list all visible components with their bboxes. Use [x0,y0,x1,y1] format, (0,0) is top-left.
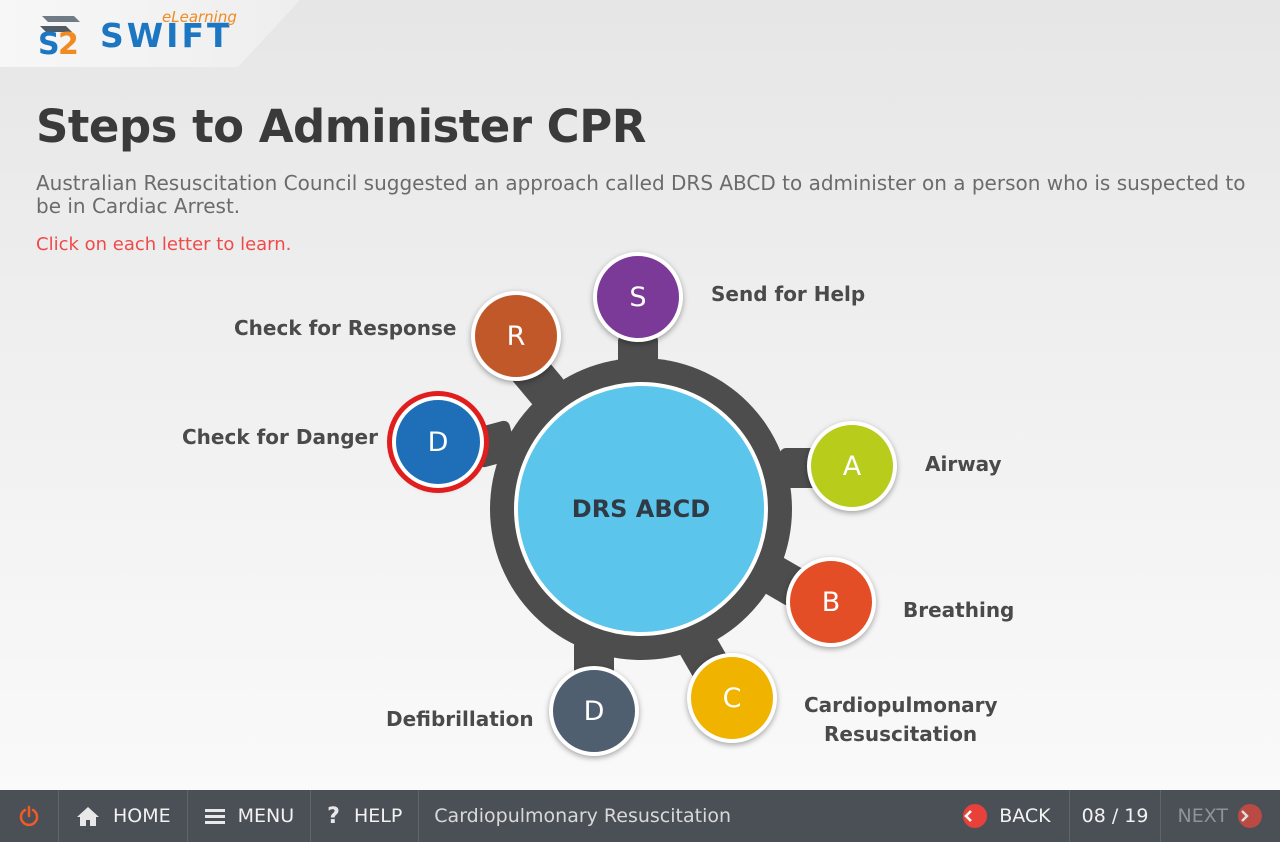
footer-divider [1068,790,1070,842]
footer-divider [186,790,188,842]
course-title: Cardiopulmonary Resuscitation [434,805,732,827]
footer-bar: HOME MENU ? HELP Cardiopulmonary Resusci… [0,790,1280,842]
label-airway: Airway [925,452,1002,476]
step-b-breathing-button[interactable]: B [786,557,876,647]
page-counter-text: 08 / 19 [1081,805,1149,827]
menu-label: MENU [237,805,295,827]
logo-subtitle: eLearning [162,8,237,26]
step-s-help-button[interactable]: S [593,252,683,342]
footer-divider [1160,790,1162,842]
label-cpr-line1: Cardiopulmonary [804,693,998,717]
home-label: HOME [113,805,171,827]
power-icon [19,805,39,827]
step-d-danger-button[interactable]: D [392,396,484,488]
exit-button[interactable] [0,790,58,842]
page-counter: 08 / 19 [1070,790,1161,842]
intro-text: Australian Resuscitation Council suggest… [36,171,1246,218]
hamburger-icon [204,809,225,824]
page-title: Steps to Administer CPR [36,100,646,153]
chevron-right-icon [1238,804,1262,828]
label-defibrillation: Defibrillation [386,707,534,731]
help-label: HELP [353,805,403,827]
back-button[interactable]: BACK [947,790,1068,842]
back-label: BACK [999,805,1051,827]
step-d-defib-button[interactable]: D [549,666,639,756]
label-check-response: Check for Response [234,316,457,340]
logo-area: S 2 SWIFT eLearning [0,0,300,67]
footer-divider [58,790,59,842]
label-breathing: Breathing [903,598,1015,622]
home-icon [77,807,99,826]
center-circle: DRS ABCD [514,382,768,636]
menu-button[interactable]: MENU [188,790,311,842]
question-icon: ? [327,803,340,829]
label-cpr-line2: Resuscitation [824,722,978,746]
footer-divider [310,790,312,842]
chevron-left-icon [963,804,988,828]
help-button[interactable]: ? HELP [311,790,418,842]
logo-brand: SWIFT [100,16,233,55]
next-button[interactable]: NEXT [1161,790,1280,842]
step-a-airway-button[interactable]: A [807,421,897,511]
instruction-text: Click on each letter to learn. [36,234,292,255]
step-c-cpr-button[interactable]: C [687,653,777,743]
step-r-response-button[interactable]: R [471,291,561,381]
svg-text:2: 2 [58,27,79,56]
label-check-danger: Check for Danger [182,425,378,449]
next-label: NEXT [1177,805,1228,827]
svg-text:S: S [38,27,60,56]
label-send-help: Send for Help [711,282,866,306]
swift-logo-icon: S 2 [38,16,80,56]
home-button[interactable]: HOME [59,790,187,842]
footer-divider [418,790,420,842]
